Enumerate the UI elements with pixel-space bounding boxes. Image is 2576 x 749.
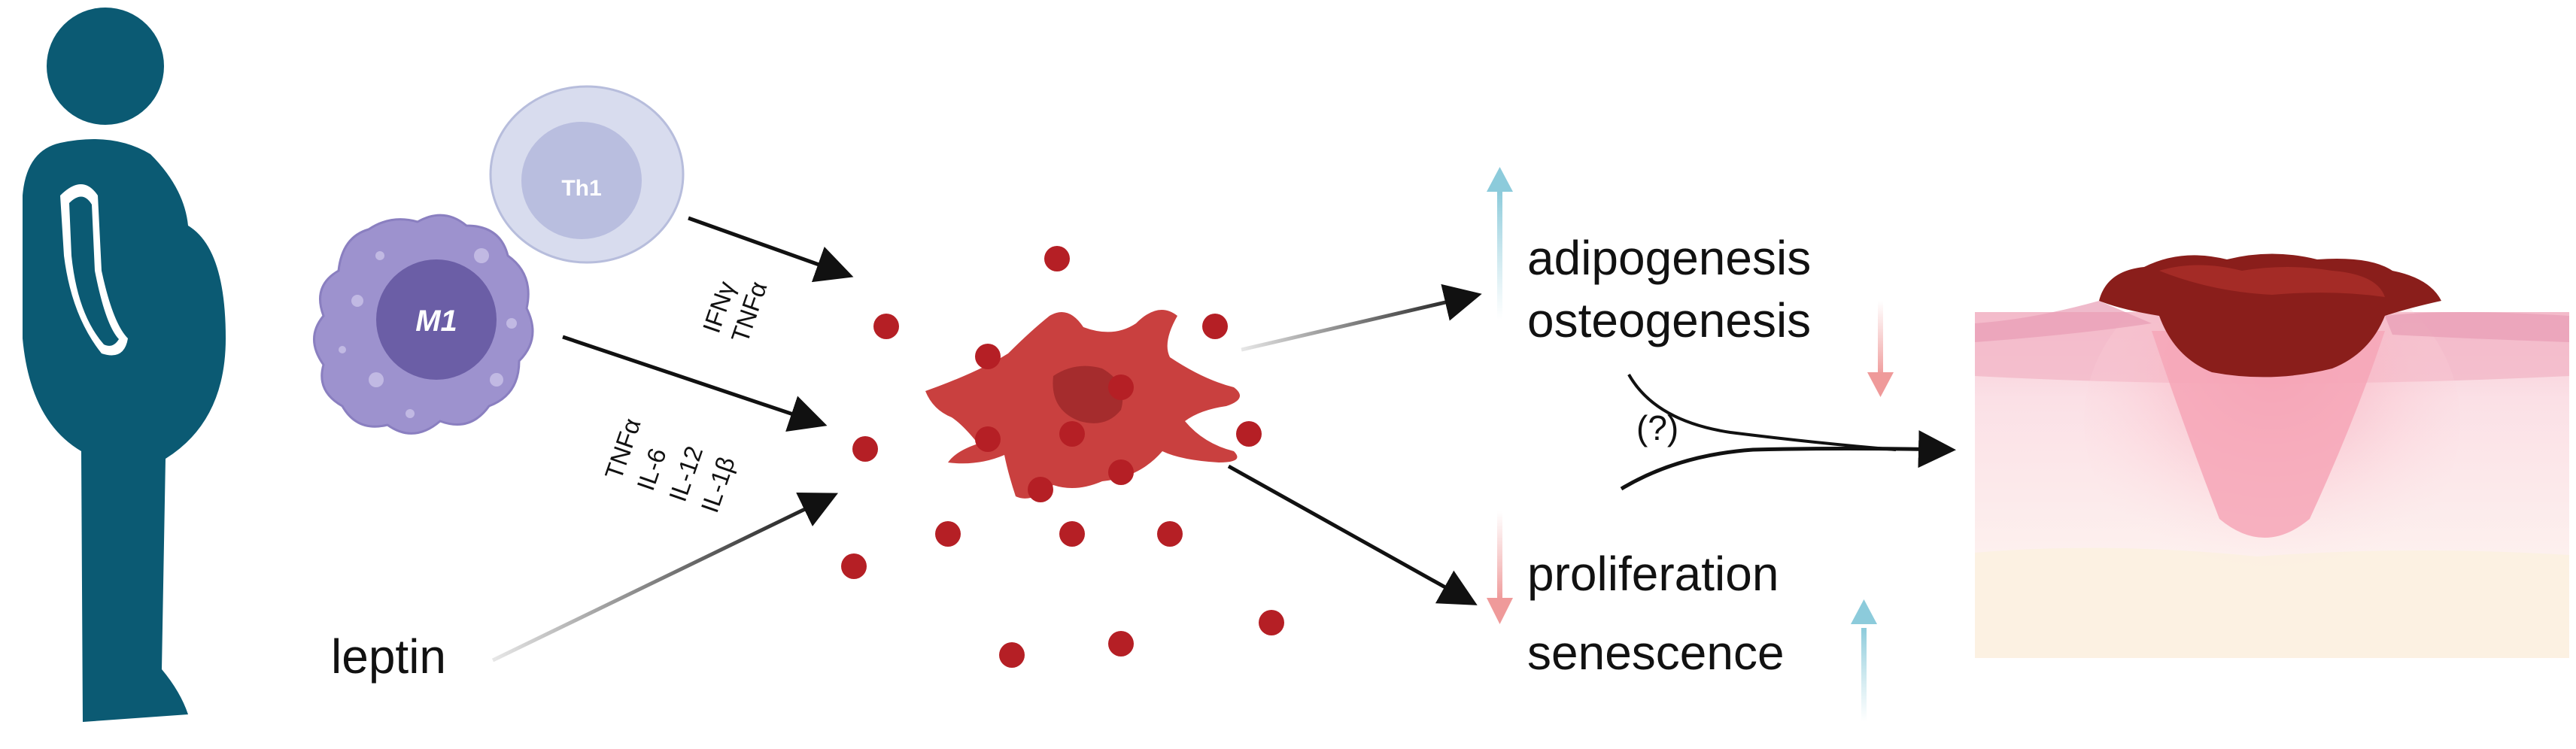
outcome-proliferation: proliferation	[1527, 547, 1779, 601]
cytokine-il6: IL-6	[631, 444, 672, 494]
outcome-senescence: senescence	[1527, 626, 1785, 680]
outcome-adipogenesis: adipogenesis	[1527, 231, 1811, 285]
secretome-dot	[1059, 421, 1085, 447]
converge-line-upper	[1627, 374, 1897, 451]
secretome-dot	[1202, 314, 1228, 339]
secretome-dots	[841, 246, 1284, 668]
secretome-dot	[873, 314, 899, 339]
pregnant-person-icon	[23, 8, 226, 722]
secretome-dot	[999, 642, 1025, 668]
mesenchymal-stem-cell-icon	[925, 310, 1240, 499]
chronic-wound-icon	[1975, 253, 2569, 658]
th1-cytokines: IFNγ TNFα	[697, 277, 773, 346]
secretome-dot	[1157, 521, 1183, 547]
secretome-dot	[1028, 477, 1053, 502]
lower-outcome-arrow	[1227, 464, 1478, 605]
secretome-dot	[841, 553, 867, 579]
secretome-dot	[1044, 246, 1070, 271]
m1-arrow	[562, 335, 828, 432]
secretome-dot	[852, 436, 878, 462]
converge-line-lower	[1620, 430, 1956, 491]
leptin-label: leptin	[331, 629, 446, 684]
leptin-arrow	[491, 492, 838, 663]
m1-label: M1	[415, 305, 457, 338]
upper-outcome-arrow	[1241, 284, 1482, 352]
th1-label: Th1	[561, 176, 601, 201]
up-arrow-adipogenesis	[1487, 167, 1513, 320]
up-arrow-senescence	[1851, 599, 1877, 722]
secretome-dot	[1108, 459, 1134, 485]
m1-macrophage-icon: M1	[313, 214, 534, 435]
secretome-dot	[1236, 421, 1262, 447]
secretome-dot	[1259, 610, 1284, 635]
secretome-dot	[1059, 521, 1085, 547]
down-arrow-proliferation	[1487, 511, 1513, 624]
secretome-dot	[975, 344, 1001, 369]
secretome-dot	[1108, 374, 1134, 400]
down-arrow-osteogenesis	[1867, 301, 1894, 397]
uncertain-label: (?)	[1636, 408, 1678, 447]
m1-cytokines: TNFα IL-6 IL-12 IL-1β	[600, 415, 740, 517]
th1-arrow	[688, 216, 854, 283]
secretome-dot	[1108, 631, 1134, 657]
outcome-osteogenesis: osteogenesis	[1527, 293, 1811, 347]
th1-cell-icon: Th1	[489, 85, 685, 264]
secretome-dot	[935, 521, 961, 547]
secretome-dot	[975, 426, 1001, 452]
